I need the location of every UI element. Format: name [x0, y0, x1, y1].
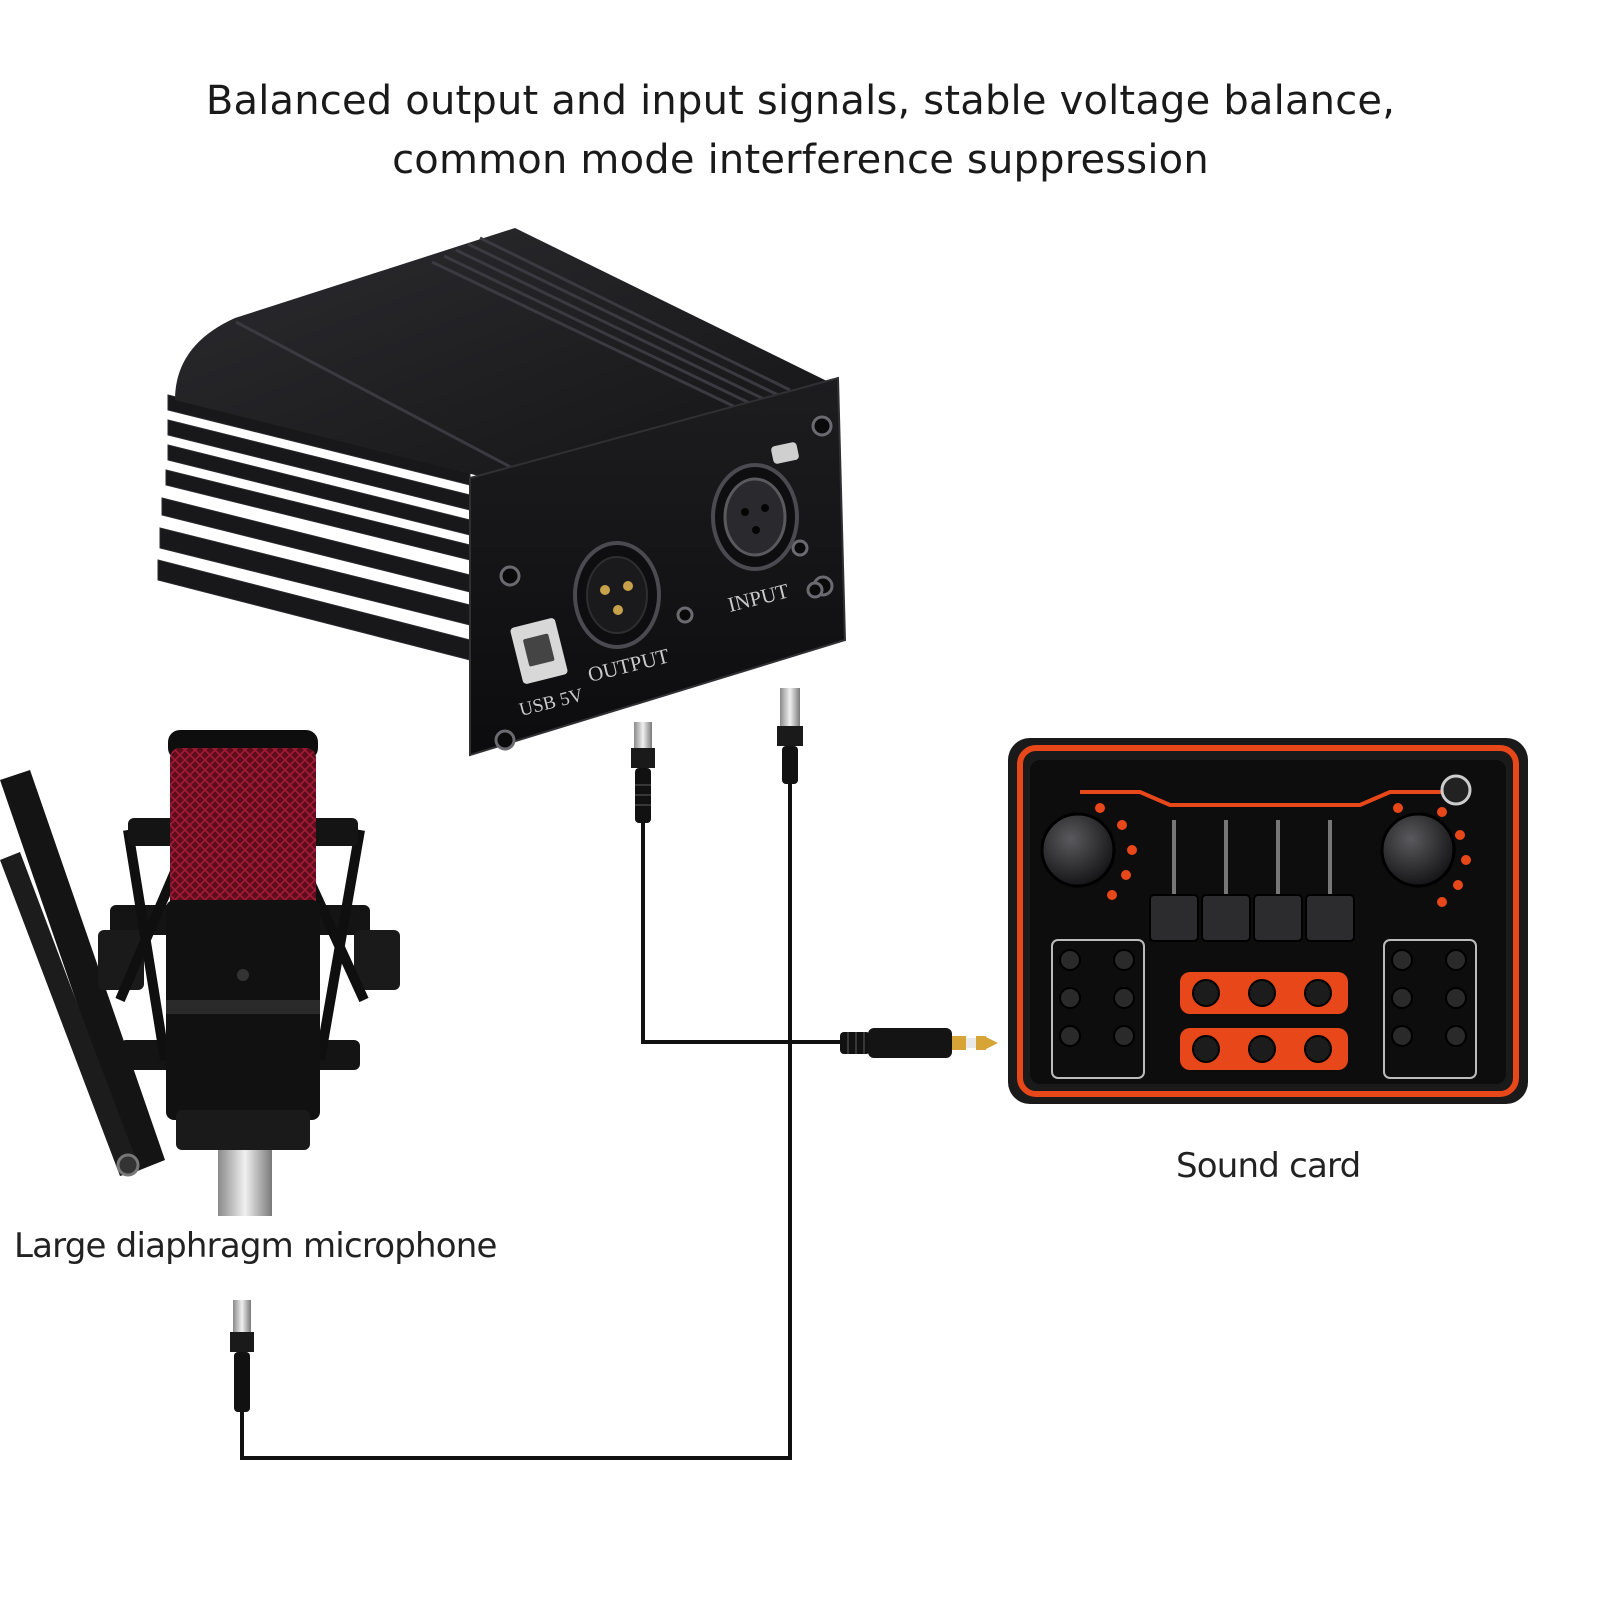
sound-card-label: Sound card	[1176, 1146, 1361, 1186]
xlr-male-plug-icon	[777, 688, 803, 784]
headline-line-1: Balanced output and input signals, stabl…	[205, 78, 1396, 124]
audio-jack-plug-icon	[840, 1028, 998, 1058]
xlr-female-plug-icon	[631, 722, 655, 823]
phantom-power-box: USB 5V OUTPUT INPUT	[157, 228, 847, 757]
microphone-xlr-plug-icon	[230, 1300, 254, 1412]
headline-line-2: common mode interference suppression	[392, 137, 1209, 183]
sound-card	[1008, 738, 1528, 1104]
microphone-label: Large diaphragm microphone	[14, 1226, 497, 1266]
large-diaphragm-microphone	[0, 730, 400, 1216]
cable-lines	[240, 780, 845, 1460]
